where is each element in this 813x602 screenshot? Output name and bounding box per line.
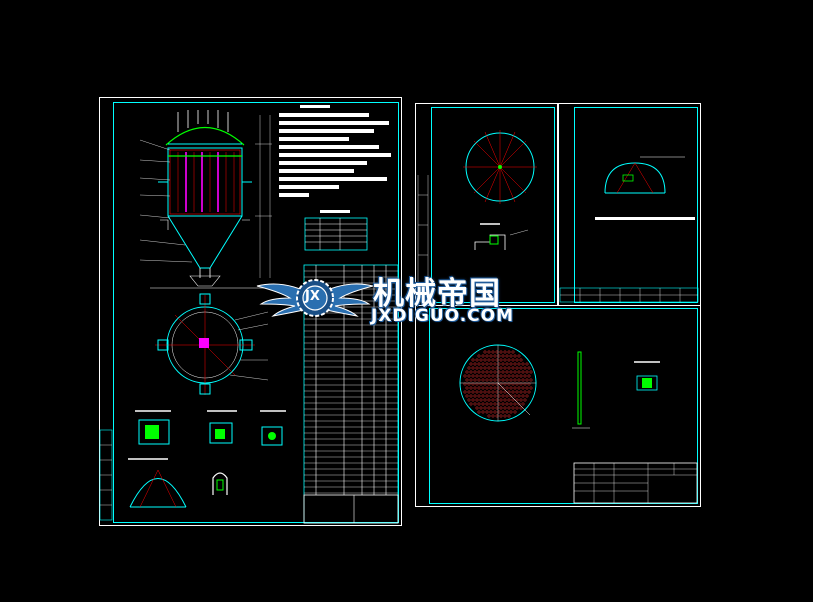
flange-plan-view: [463, 130, 537, 204]
vessel-plan-view: [155, 293, 269, 395]
brand-watermark: JX 机械帝国 JXDIGUO.COM: [255, 264, 555, 334]
tube-sheet-side-view: [572, 351, 590, 429]
technical-notes: [275, 103, 395, 203]
vessel-assembly-view: [139, 110, 272, 289]
tube-joint-detail: [634, 361, 660, 391]
drawing-frame-1: [113, 102, 399, 523]
detail-view-c: [260, 410, 286, 446]
tube-sheet-plan-view: [459, 344, 537, 422]
elbow-detail-view: [595, 156, 695, 220]
sheet2-left-strip: [417, 175, 429, 295]
detail-view-b: [207, 410, 237, 444]
drawing-frame-4: [429, 308, 698, 504]
detail-view-a: [135, 410, 171, 445]
brand-name-chinese: 机械帝国: [373, 276, 501, 312]
drawing-sheet-4: [415, 305, 701, 507]
logo-monogram: JX: [305, 289, 320, 304]
nozzle-table: [304, 210, 368, 251]
flange-section-view: [474, 223, 529, 250]
drawing-sheet-1: [99, 97, 402, 526]
gear-icon: [296, 279, 334, 317]
dome-detail-view: [128, 458, 187, 508]
drawing-frame-3: [574, 107, 698, 303]
sheet4-title-block: [573, 462, 698, 504]
sheet3-title-block: [559, 287, 699, 303]
drawing-frame-2: [431, 107, 555, 303]
sheet1-left-strip: [99, 429, 113, 521]
brand-domain: JXDIGUO.COM: [371, 306, 515, 326]
hook-detail-view: [212, 472, 228, 495]
